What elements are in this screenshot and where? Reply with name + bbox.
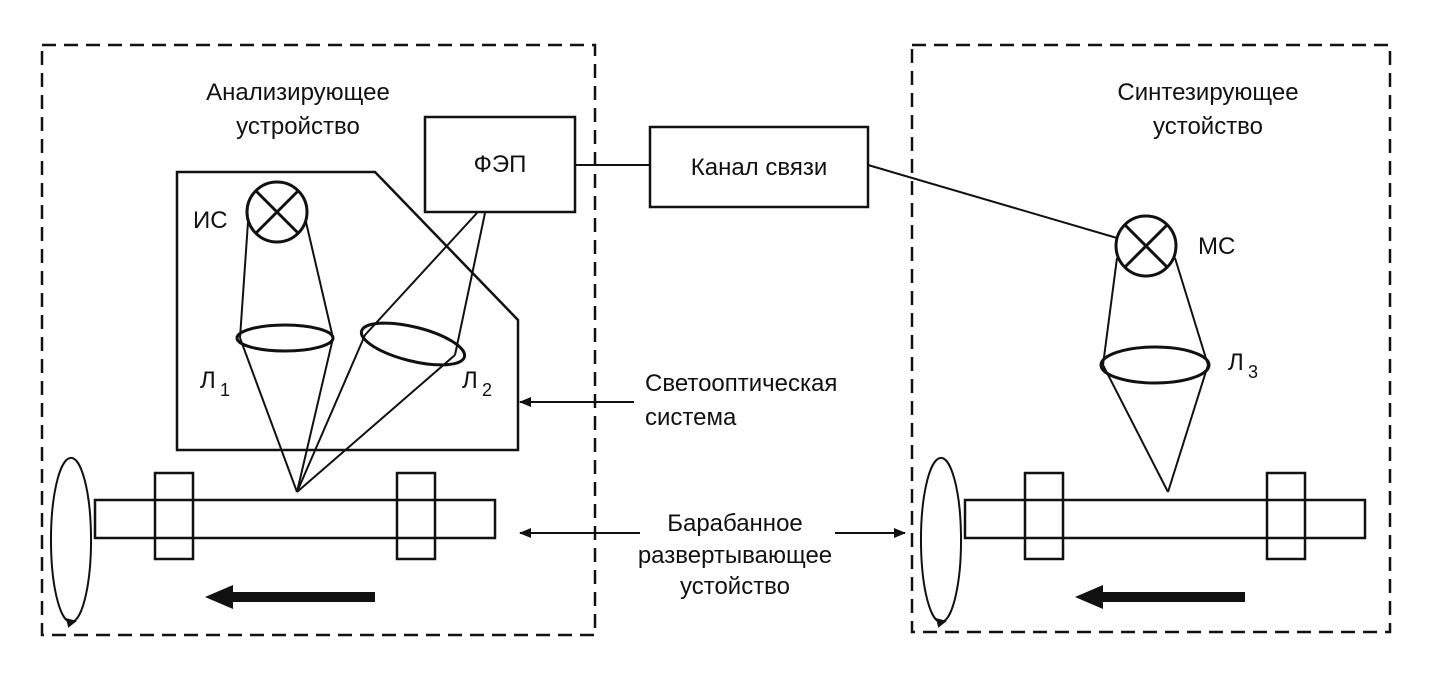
drum-direction-arrow-icon (1075, 585, 1103, 609)
analyzer-title-line1: Анализирующее (206, 79, 390, 106)
drum-label-line2: развертывающее (638, 542, 832, 569)
drum-direction-arrow-icon (205, 585, 233, 609)
drum-label-line1: Барабанное (667, 510, 803, 537)
analyzer-dashed-frame (40, 43, 597, 637)
synthesizer-title-line1: Синтезирующее (1117, 79, 1298, 106)
lens-1 (235, 323, 335, 353)
channel-label: Канал связи (691, 154, 828, 181)
optics-label-line2: система (645, 404, 737, 431)
synthesizer-title-line2: устойство (1153, 113, 1263, 140)
optics-label-line1: Светооптическая (645, 370, 837, 397)
channel-box (648, 125, 870, 209)
modulated-source-icon (1114, 214, 1178, 278)
analyzer-title-line2: устройство (236, 113, 360, 140)
lens-2-subscript: 2 (482, 380, 492, 400)
lens-3-label: Л (1228, 349, 1244, 376)
synthesizer-drum (919, 456, 1367, 628)
analyzer-device: Анализирующее устройство ФЭП ИС Л 1 (40, 43, 597, 637)
rotation-arrow-icon (49, 457, 77, 628)
lens-1-subscript: 1 (220, 380, 230, 400)
lens-1-label: Л (200, 367, 216, 394)
synthesizer-dashed-frame (910, 43, 1392, 634)
synthesizer-device: Синтезирующее устойство МС Л 3 (910, 43, 1392, 634)
rotation-arrow-icon (919, 457, 947, 628)
lens-2 (359, 321, 467, 367)
analyzer-drum (49, 456, 497, 628)
optical-system-housing (175, 170, 520, 452)
modulated-source-label: МС (1198, 233, 1235, 260)
source-label: ИС (193, 207, 228, 234)
lens-3-subscript: 3 (1248, 362, 1258, 382)
light-source-icon (245, 180, 309, 244)
lens-3 (1099, 345, 1211, 385)
lens-2-label: Л (462, 367, 478, 394)
pmt-label: ФЭП (474, 151, 527, 178)
drum-label-line3: устойство (680, 573, 790, 600)
